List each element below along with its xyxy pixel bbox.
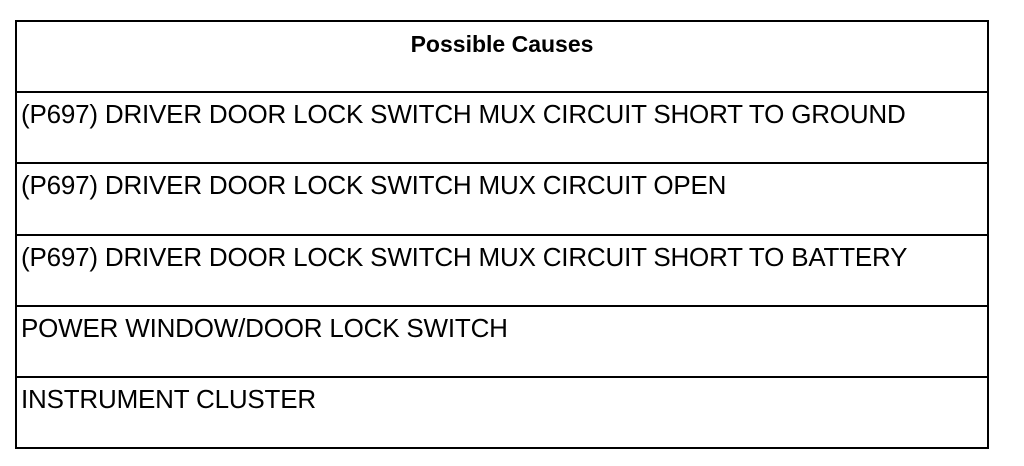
table-row: (P697) DRIVER DOOR LOCK SWITCH MUX CIRCU…: [17, 164, 987, 236]
table-row: (P697) DRIVER DOOR LOCK SWITCH MUX CIRCU…: [17, 236, 987, 307]
cause-cell: INSTRUMENT CLUSTER: [21, 383, 316, 414]
table-row: POWER WINDOW/DOOR LOCK SWITCH: [17, 307, 987, 378]
possible-causes-table: Possible Causes (P697) DRIVER DOOR LOCK …: [15, 20, 989, 449]
cause-cell: POWER WINDOW/DOOR LOCK SWITCH: [21, 312, 508, 343]
table-row: (P697) DRIVER DOOR LOCK SWITCH MUX CIRCU…: [17, 93, 987, 165]
cause-cell: (P697) DRIVER DOOR LOCK SWITCH MUX CIRCU…: [21, 99, 906, 130]
cause-cell: (P697) DRIVER DOOR LOCK SWITCH MUX CIRCU…: [21, 241, 908, 272]
cause-cell: (P697) DRIVER DOOR LOCK SWITCH MUX CIRCU…: [21, 170, 727, 201]
table-row: INSTRUMENT CLUSTER: [17, 378, 987, 447]
table-header: Possible Causes: [410, 31, 594, 57]
table-header-row: Possible Causes: [17, 22, 987, 94]
